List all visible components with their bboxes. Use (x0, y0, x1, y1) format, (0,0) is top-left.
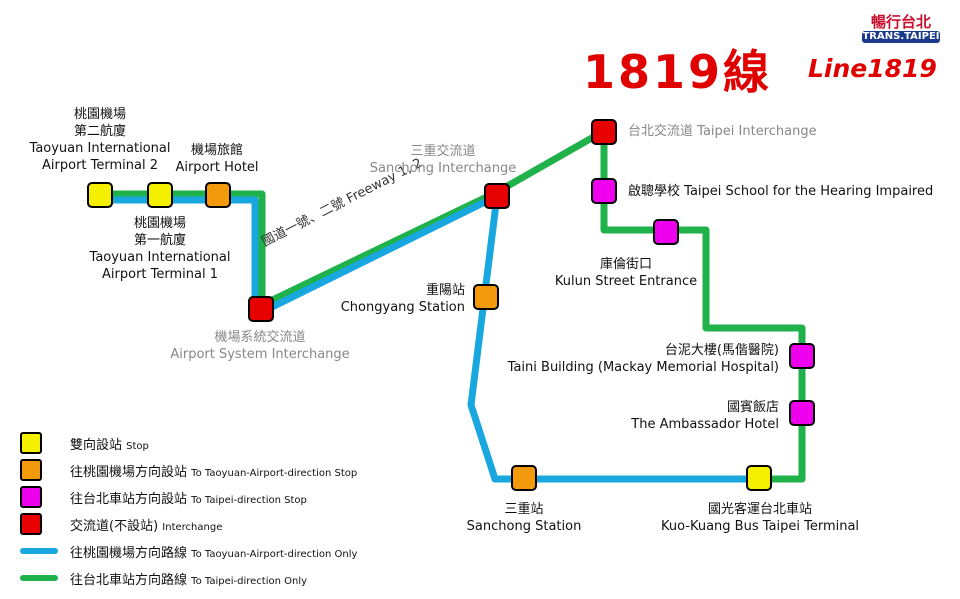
label-ambassador-hotel-zh: 國賓飯店 (726, 400, 779, 415)
legend-to-taipei-stop-en: To Taipei-direction Stop (191, 495, 307, 506)
station-marker-sanchong-station (511, 465, 537, 491)
label-taini-building-zh: 台泥大樓(馬偕醫院) (664, 343, 779, 358)
logo-top-text: 暢行台北 (870, 13, 931, 31)
legend-to-airport-stop-zh: 往桃園機場方向設站 (70, 465, 188, 480)
station-marker-kulun-street (653, 219, 679, 245)
logo-bottom-text: TRANS.TAIPEI (862, 31, 940, 43)
label-terminal-2-en1: Taoyuan International (29, 141, 171, 156)
label-kuokuang-terminal-zh: 國光客運台北車站 (707, 502, 813, 517)
label-terminal-2: 桃園機場 第二航廈 Taoyuan International Airport … (30, 106, 171, 174)
label-taipei-interchange: 台北交流道 Taipei Interchange (628, 123, 817, 140)
legend-text-to-airport-stop: 往桃園機場方向設站 To Taoyuan-Airport-direction S… (70, 461, 357, 480)
legend-line-to-taipei-route (20, 575, 58, 581)
label-sanchong-interchange: 三重交流道 Sanchong Interchange (370, 143, 517, 177)
legend-swatch-stop (20, 432, 42, 454)
label-sanchong-station-en: Sanchong Station (466, 519, 582, 534)
station-marker-taipei-interchange (591, 119, 617, 145)
to-taipei-route-line (96, 127, 806, 483)
legend-line-to-airport-route (20, 548, 58, 554)
label-kulun-street-en: Kulun Street Entrance (554, 274, 698, 289)
label-hearing-school: 啟聰學校 Taipei School for the Hearing Impai… (628, 183, 933, 200)
legend-text-to-taipei-stop: 往台北車站方向設站 To Taipei-direction Stop (70, 488, 307, 507)
label-terminal-2-zh2: 第二航廈 (73, 124, 127, 139)
station-marker-terminal-1 (147, 182, 173, 208)
legend-to-airport-route-en: To Taoyuan-Airport-direction Only (191, 549, 358, 560)
legend-text-interchange: 交流道(不設站) Interchange (70, 515, 222, 534)
station-marker-terminal-2 (87, 182, 113, 208)
legend-to-taipei-route-en: To Taipei-direction Only (191, 576, 308, 587)
station-marker-hearing-school (591, 178, 617, 204)
label-terminal-1-zh1: 桃園機場 (133, 216, 187, 231)
label-kuokuang-terminal: 國光客運台北車站 Kuo-Kuang Bus Taipei Terminal (661, 501, 859, 535)
label-airport-hotel: 機場旅館 Airport Hotel (175, 142, 258, 176)
label-airport-system-interchange: 機場系統交流道 Airport System Interchange (170, 329, 349, 363)
label-terminal-2-en2: Airport Terminal 2 (42, 158, 158, 173)
station-marker-sanchong-interchange (484, 183, 510, 209)
label-taipei-interchange-en: Taipei Interchange (697, 124, 817, 139)
label-chongyang-station-zh: 重陽站 (425, 283, 465, 298)
legend-to-taipei-route-zh: 往台北車站方向路線 (70, 573, 188, 588)
label-airport-hotel-zh: 機場旅館 (190, 143, 244, 158)
label-terminal-1-zh2: 第一航廈 (133, 233, 187, 248)
label-kuokuang-terminal-en: Kuo-Kuang Bus Taipei Terminal (660, 519, 860, 534)
line-title-en: Line1819 (808, 54, 937, 83)
label-chongyang-station: 重陽站 Chongyang Station (341, 282, 465, 316)
label-sanchong-interchange-en: Sanchong Interchange (369, 161, 517, 176)
legend-to-airport-stop-en: To Taoyuan-Airport-direction Stop (191, 468, 358, 479)
label-taipei-interchange-zh: 台北交流道 (628, 124, 694, 139)
label-terminal-2-zh1: 桃園機場 (73, 107, 127, 122)
legend-to-airport-route-zh: 往桃園機場方向路線 (70, 546, 188, 561)
label-taini-building: 台泥大樓(馬偕醫院) Taini Building (Mackay Memori… (508, 342, 779, 376)
legend-stop-zh: 雙向設站 (70, 438, 123, 453)
station-marker-chongyang-station (473, 284, 499, 310)
label-airport-hotel-en: Airport Hotel (175, 160, 259, 175)
legend-text-to-airport-route: 往桃園機場方向路線 To Taoyuan-Airport-direction O… (70, 542, 357, 561)
legend-text-stop: 雙向設站 Stop (70, 434, 149, 453)
station-marker-kuokuang-terminal (746, 465, 772, 491)
label-hearing-school-zh: 啟聰學校 (628, 184, 681, 199)
label-sanchong-station-zh: 三重站 (504, 502, 544, 517)
label-ambassador-hotel-en: The Ambassador Hotel (631, 417, 779, 432)
legend-swatch-to-taipei-stop (20, 486, 42, 508)
to-airport-route-line (96, 192, 763, 483)
label-ambassador-hotel: 國賓飯店 The Ambassador Hotel (631, 399, 779, 433)
legend-interchange-zh: 交流道(不設站) (70, 519, 159, 534)
label-kulun-street-zh: 庫倫街口 (599, 257, 653, 272)
station-marker-taini-building (789, 343, 815, 369)
legend-to-taipei-stop-zh: 往台北車站方向設站 (70, 492, 188, 507)
label-hearing-school-en: Taipei School for the Hearing Impaired (684, 184, 934, 199)
label-chongyang-station-en: Chongyang Station (340, 300, 465, 315)
legend-swatch-interchange (20, 513, 42, 535)
legend-swatch-to-airport-stop (20, 459, 42, 481)
station-marker-airport-system-interchange (248, 296, 274, 322)
legend-text-to-taipei-route: 往台北車站方向路線 To Taipei-direction Only (70, 569, 307, 588)
line-title-zh: 1819線 (583, 45, 773, 99)
label-kulun-street: 庫倫街口 Kulun Street Entrance (555, 256, 697, 290)
legend-stop-en: Stop (126, 441, 149, 452)
label-terminal-1-en2: Airport Terminal 1 (102, 267, 218, 282)
label-taini-building-en: Taini Building (Mackay Memorial Hospital… (507, 360, 779, 375)
station-marker-airport-hotel (205, 182, 231, 208)
label-terminal-1: 桃園機場 第一航廈 Taoyuan International Airport … (90, 215, 231, 283)
label-terminal-1-en1: Taoyuan International (89, 250, 231, 265)
trans-taipei-logo: 暢行台北 TRANS.TAIPEI (862, 14, 940, 44)
label-airport-system-interchange-en: Airport System Interchange (170, 347, 350, 362)
label-sanchong-station: 三重站 Sanchong Station (467, 501, 582, 535)
label-airport-system-interchange-zh: 機場系統交流道 (214, 330, 306, 345)
label-sanchong-interchange-zh: 三重交流道 (410, 144, 476, 159)
legend-interchange-en: Interchange (162, 522, 223, 533)
station-marker-ambassador-hotel (789, 400, 815, 426)
